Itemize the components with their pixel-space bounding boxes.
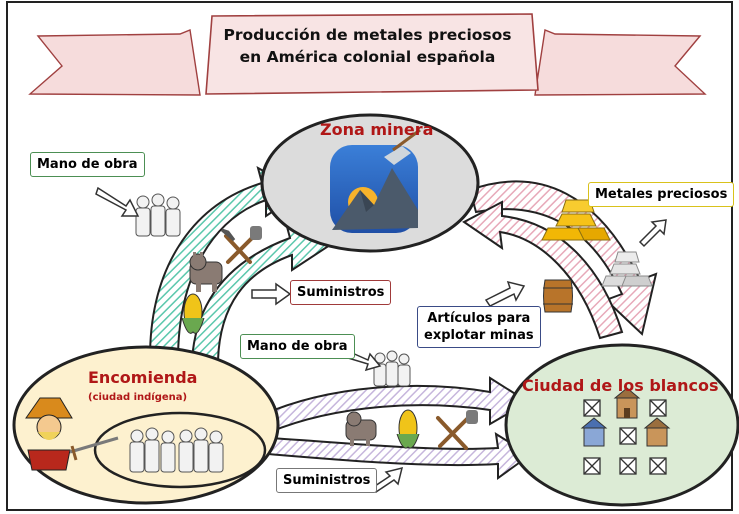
workers-icon (135, 193, 181, 237)
title-line-2: en América colonial española (239, 48, 496, 66)
house-icon (619, 427, 637, 445)
church-icon (643, 417, 671, 447)
frame-border (6, 1, 733, 511)
sword-icon (69, 436, 119, 461)
label-mano-obra-top: Mano de obra (30, 152, 145, 177)
ciudad-node (504, 343, 739, 507)
label-articulos: Artículos para explotar minas (417, 306, 541, 348)
conquistador-icon (25, 397, 73, 471)
label-articulos-line-2: explotar minas (424, 328, 534, 343)
ciudad-label: Ciudad de los blancos (522, 376, 719, 395)
label-metales-preciosos: Metales preciosos (588, 182, 735, 207)
workers-icon (373, 350, 411, 387)
title-line-1: Producción de metales preciosos (223, 26, 512, 44)
city-grid (583, 399, 667, 475)
title-banner (28, 13, 707, 96)
tools-icon (436, 410, 478, 450)
workers-icon (129, 427, 224, 473)
label-articulos-line-1: Artículos para (427, 311, 531, 326)
house-icon (619, 457, 637, 475)
donkey-icon (345, 411, 377, 446)
encomienda-label: Encomienda (88, 368, 198, 387)
page-title: Producción de metales preciosos en Améri… (200, 24, 535, 68)
pointer-arrow-icon (95, 186, 667, 493)
label-mano-obra-mid: Mano de obra (240, 334, 355, 359)
house-icon (583, 399, 601, 417)
encomienda-sublabel: (ciudad indígena) (88, 392, 188, 403)
gold-bars-icon (541, 199, 611, 241)
zona-minera-label: Zona minera (320, 120, 434, 139)
label-suministros-bottom: Suministros (276, 468, 378, 493)
corn-icon (181, 293, 205, 334)
house-icon (649, 399, 667, 417)
tools-icon (221, 226, 262, 264)
arrow-articles-to-mine (462, 200, 624, 340)
corn-icon (396, 409, 420, 449)
church-icon (580, 417, 608, 447)
church-icon (613, 387, 641, 419)
barrel-icon (543, 279, 573, 313)
mountain-pickaxe-icon (330, 128, 421, 233)
silver-bars-icon (601, 251, 653, 287)
donkey-icon (189, 252, 223, 292)
house-icon (583, 457, 601, 475)
house-icon (649, 457, 667, 475)
label-suministros-top: Suministros (290, 280, 392, 305)
